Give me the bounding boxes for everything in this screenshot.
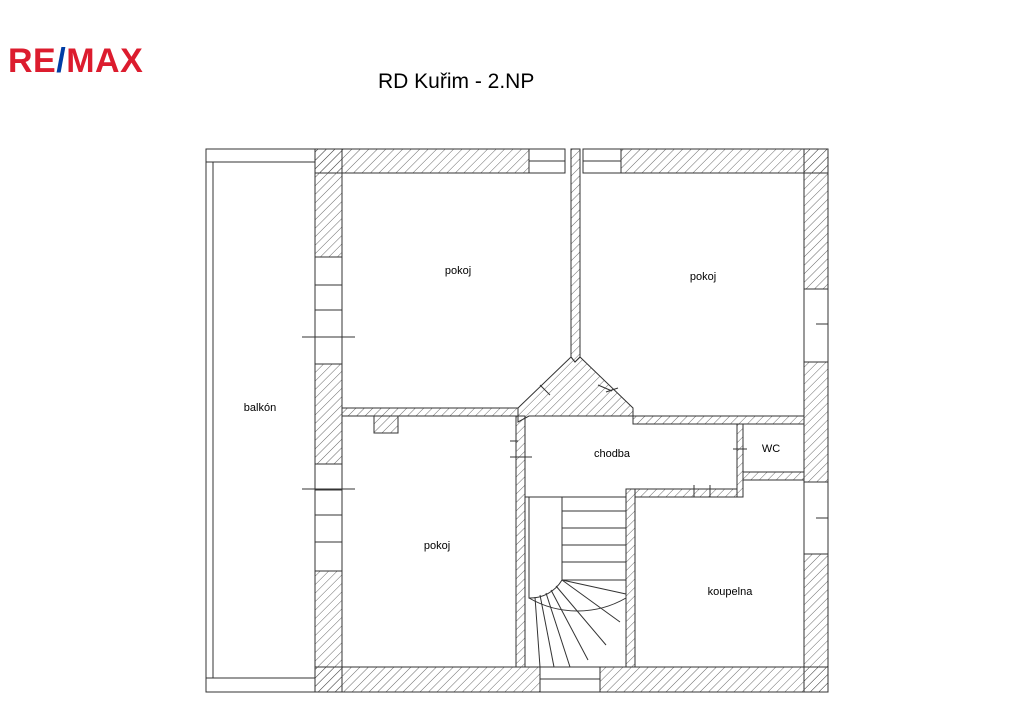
label-balkon: balkón [244, 402, 276, 414]
logo-text-re: RE [8, 42, 57, 80]
label-pokoj-top-right: pokoj [690, 271, 716, 283]
remax-logo: RE/MAX [8, 44, 143, 78]
label-pokoj-bottom-left: pokoj [424, 540, 450, 552]
openings-right [803, 288, 829, 555]
label-pokoj-top-left: pokoj [445, 265, 471, 277]
interior-walls [341, 148, 805, 668]
label-koupelna: koupelna [708, 586, 754, 598]
outer-walls [314, 148, 829, 693]
label-wc: WC [762, 443, 780, 455]
logo-text-max: MAX [66, 42, 144, 80]
balcony-outline [205, 148, 316, 693]
staircase [524, 496, 627, 668]
label-chodba: chodba [594, 448, 631, 460]
openings-left [302, 256, 355, 572]
logo-slash: / [56, 42, 67, 80]
door-markers [510, 384, 747, 497]
page-title: RD Kuřim - 2.NP [378, 70, 535, 93]
